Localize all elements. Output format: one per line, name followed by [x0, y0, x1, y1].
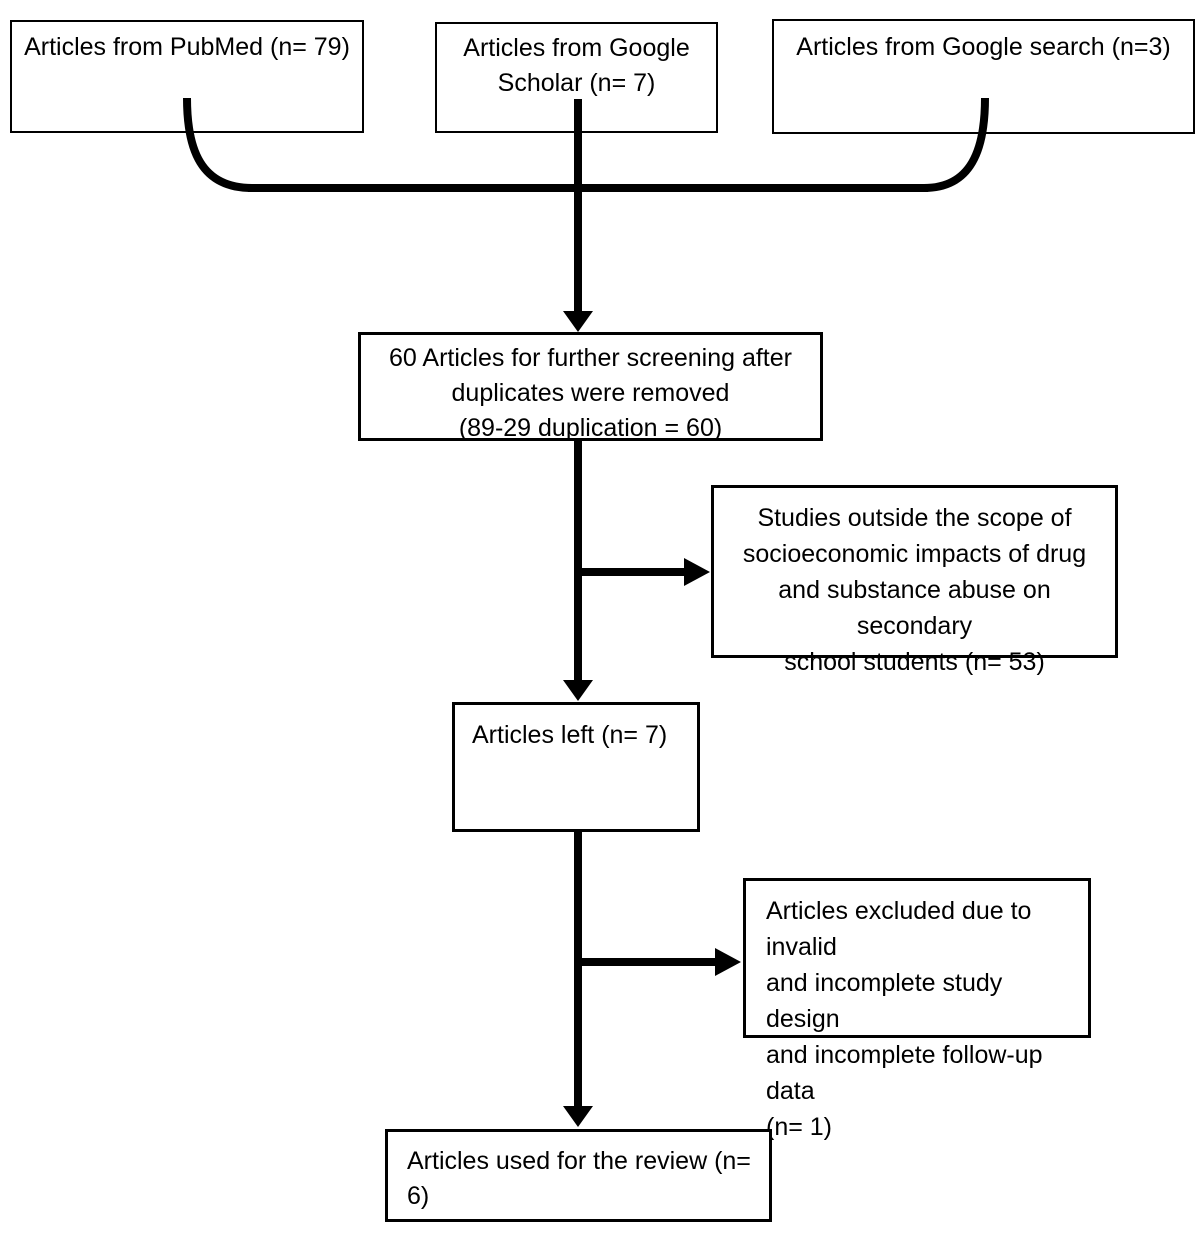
excluded-scope-box-label: Studies outside the scope of socioeconom…	[742, 504, 1087, 676]
screening-box-label: 60 Articles for further screening after …	[389, 344, 792, 442]
articles-left-box-label: Articles left (n= 7)	[472, 721, 668, 749]
screening-box: 60 Articles for further screening after …	[358, 332, 823, 442]
excluded-scope-box: Studies outside the scope of socioeconom…	[711, 485, 1118, 676]
source-box-google-scholar-label: Articles from Google Scholar (n= 7)	[463, 34, 690, 97]
arrow-screening-to-left-head	[563, 680, 593, 701]
final-review-box-label: Articles used for the review (n= 6)	[407, 1147, 751, 1210]
excluded-design-box-label: Articles excluded due to invalid and inc…	[766, 897, 1043, 1141]
arrow-left-to-final-head	[563, 1106, 593, 1127]
source-box-google-search: Articles from Google search (n=3)	[772, 19, 1195, 134]
source-box-google-search-label: Articles from Google search (n=3)	[796, 33, 1171, 61]
arrow-to-excluded-design-head	[715, 948, 741, 976]
source-box-pubmed: Articles from PubMed (n= 79)	[10, 20, 364, 133]
articles-left-box: Articles left (n= 7)	[452, 702, 700, 832]
arrow-sources-to-screening-head	[563, 311, 593, 332]
source-box-google-scholar: Articles from Google Scholar (n= 7)	[435, 22, 718, 133]
final-review-box: Articles used for the review (n= 6)	[385, 1129, 772, 1222]
source-box-pubmed-label: Articles from PubMed (n= 79)	[24, 33, 350, 61]
arrow-to-excluded-scope-head	[684, 558, 710, 586]
excluded-design-box: Articles excluded due to invalid and inc…	[743, 878, 1091, 1141]
